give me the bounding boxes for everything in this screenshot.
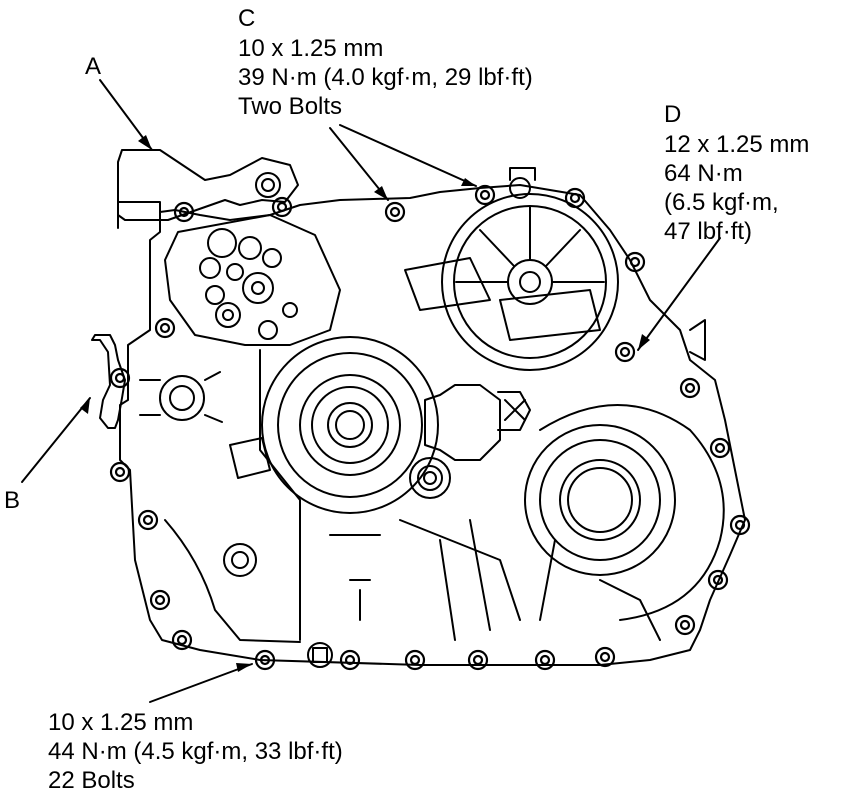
bracket-b <box>91 334 126 429</box>
bracket-a-hole <box>255 172 281 198</box>
case-outline <box>117 184 746 666</box>
callout-c-count: Two Bolts <box>238 93 343 120</box>
bracket-a <box>117 149 299 221</box>
valve-body-housing <box>164 214 341 346</box>
callout-c-torque: 39 N·m (4.0 kgf·m, 29 lbf·ft) <box>238 64 533 91</box>
differential-housing <box>524 424 676 576</box>
callout-d-size: 12 x 1.25 mm <box>664 131 810 158</box>
leader-d <box>637 237 721 351</box>
callout-d-torque-1: 64 N·m <box>664 160 743 187</box>
callout-d-letter: D <box>664 101 682 128</box>
callout-d-torque-3: 47 lbf·ft) <box>664 218 753 245</box>
callout-c-size: 10 x 1.25 mm <box>238 35 384 62</box>
callout-a-letter: A <box>85 53 102 80</box>
callout-bottom-size: 10 x 1.25 mm <box>48 709 194 736</box>
drain-plug <box>307 642 333 668</box>
callout-c-letter: C <box>238 5 256 32</box>
callout-d-torque-2: (6.5 kgf·m, <box>664 189 779 216</box>
perimeter-bolts <box>109 184 751 671</box>
callout-bottom-torque: 44 N·m (4.5 kgf·m, 33 lbf·ft) <box>48 738 343 765</box>
arrowheads <box>80 135 650 672</box>
leader-b <box>21 397 91 483</box>
leader-c-2 <box>339 124 477 187</box>
callout-b-letter: B <box>4 487 21 514</box>
center-shaft <box>327 402 373 448</box>
callout-bottom-count: 22 Bolts <box>48 767 135 794</box>
center-bearing-housing <box>261 336 439 514</box>
leader-bottom <box>149 663 253 703</box>
leader-c-1 <box>329 127 389 201</box>
leader-lines <box>21 79 721 703</box>
upper-gear-housing <box>441 193 619 371</box>
